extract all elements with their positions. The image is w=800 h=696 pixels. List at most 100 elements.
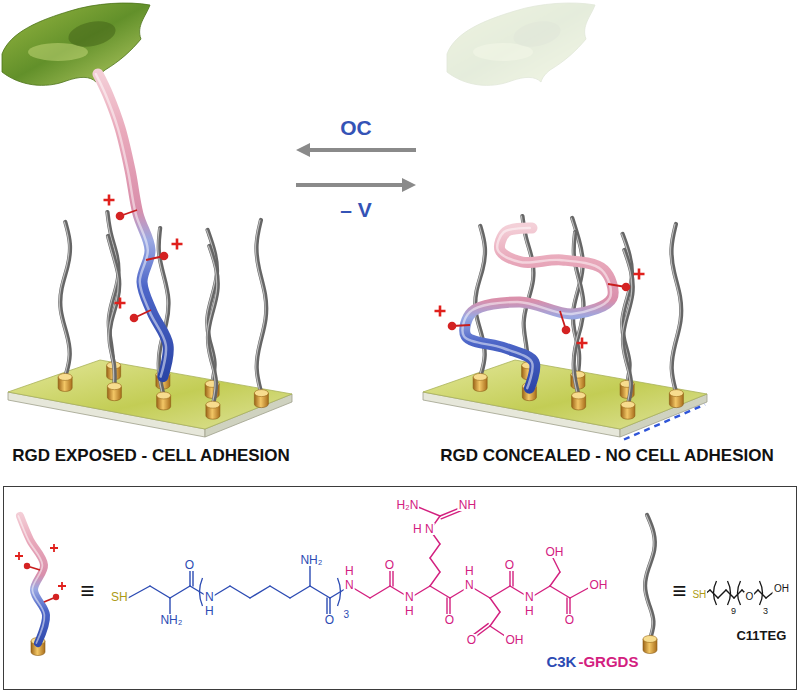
gold-anchor-top (107, 383, 121, 390)
gold-anchor-top (157, 392, 171, 399)
atom-label: H (344, 565, 355, 577)
atom-label: O (564, 614, 575, 626)
repeat-bracket (728, 581, 731, 605)
cell (2, 3, 150, 85)
stimulus-label: OC (340, 117, 372, 138)
chemical-bond (490, 612, 500, 626)
alkyl-chain (108, 236, 119, 386)
substrate (423, 360, 707, 440)
atom-label: H (204, 605, 215, 617)
state-panel: RGD CONCEALED - NO CELL ADHESION (416, 0, 798, 472)
chemical-bond (430, 572, 440, 586)
atom-label: O (184, 559, 195, 571)
charged-group (116, 212, 125, 221)
atom-label: O (384, 559, 395, 571)
chemical-bond (490, 586, 510, 598)
charged-group (53, 594, 59, 600)
gold-anchor-top (643, 636, 657, 643)
chemical-bond (490, 598, 500, 612)
chemical-bond (169, 598, 170, 616)
chemical-bond (550, 572, 560, 586)
atom-label: H (524, 605, 535, 617)
chemical-bond (370, 586, 390, 598)
stimulus-label: – V (340, 199, 372, 220)
charged-group (448, 322, 457, 331)
atom-label: OH (504, 634, 524, 646)
alkyl-chain (522, 216, 533, 365)
chemical-bond (430, 558, 440, 572)
charged-group (24, 563, 30, 569)
negative-charge-line (624, 405, 705, 440)
atom-label: N (404, 591, 415, 603)
alkyl-chain-shine (670, 224, 680, 393)
atom-label: NH (458, 499, 477, 511)
transition-arrow (310, 148, 416, 152)
alkyl-chain (623, 250, 633, 405)
alkyl-chain-shine (622, 250, 632, 405)
alkyl-chain (60, 222, 70, 377)
chemical-bond (418, 507, 440, 516)
chemical-bond (550, 586, 570, 598)
gold-anchor-top (621, 401, 635, 408)
atom-label: O (324, 614, 335, 626)
gold-anchor-top (572, 392, 586, 399)
positive-charge-sign (435, 306, 446, 317)
repeat-subscript: 3 (762, 607, 769, 616)
peptide-ribbon (98, 74, 168, 377)
peptide-ribbon-shine (18, 516, 44, 643)
chemical-bond (150, 586, 170, 598)
atom-label: O (745, 592, 755, 602)
state-caption: RGD EXPOSED - CELL ADHESION (12, 446, 290, 466)
charged-group (160, 252, 169, 261)
chemical-bond (250, 586, 270, 598)
atom-label: N (344, 579, 355, 591)
atom-label: H (412, 523, 423, 535)
repeat-subscript: 9 (730, 607, 737, 616)
chemical-bond (170, 586, 190, 598)
molecule-name: -GRGDS (577, 654, 639, 669)
atom-label: NH₂ (299, 554, 323, 566)
atom-label: N (424, 523, 435, 535)
equivalence-sign: ≡ (79, 579, 95, 603)
molecule-name: C3K (545, 654, 577, 669)
repeat-bracket (738, 581, 741, 605)
cell-nucleus (511, 17, 563, 50)
alkyl-chain-shine (255, 220, 265, 393)
chemical-bond (430, 586, 450, 598)
chemical-bond (290, 586, 310, 598)
atom-label: OH (544, 546, 564, 558)
chemical-bond (230, 586, 250, 598)
chemical-bond (430, 544, 440, 558)
charged-group (130, 314, 139, 323)
positive-charge-sign (172, 239, 183, 250)
atom-label: SH (110, 591, 129, 603)
alkyl-chain-shine (521, 216, 532, 365)
chemical-bond (718, 590, 726, 598)
atom-label: N (204, 591, 215, 603)
positive-charge-sign (577, 338, 588, 349)
atom-label: O (504, 559, 515, 571)
substrate-top (423, 360, 707, 429)
substrate (8, 360, 292, 437)
positive-charge-sign (58, 582, 66, 590)
peptide-ribbon-shine (463, 228, 611, 388)
molecule-name: C11TEG (735, 629, 787, 642)
alkyl-chain (208, 246, 218, 405)
charged-group (622, 283, 631, 292)
chemical-bond (552, 556, 560, 572)
chemical-bond (270, 586, 290, 598)
atom-label: N (524, 591, 535, 603)
positive-charge-sign (104, 195, 115, 206)
atom-label: H₂N (395, 499, 419, 511)
atom-label: NH₂ (159, 614, 183, 626)
cell-body (2, 3, 150, 85)
gold-anchor-top (58, 373, 72, 380)
atom-label: N (464, 579, 475, 591)
cell-nucleus (66, 17, 118, 50)
gold-anchor-top (473, 373, 487, 380)
alkyl-chain (256, 220, 266, 393)
repeat-bracket (714, 581, 717, 605)
monolayer (435, 216, 684, 419)
positive-charge-sign (115, 298, 126, 309)
positive-charge-sign (15, 552, 23, 560)
